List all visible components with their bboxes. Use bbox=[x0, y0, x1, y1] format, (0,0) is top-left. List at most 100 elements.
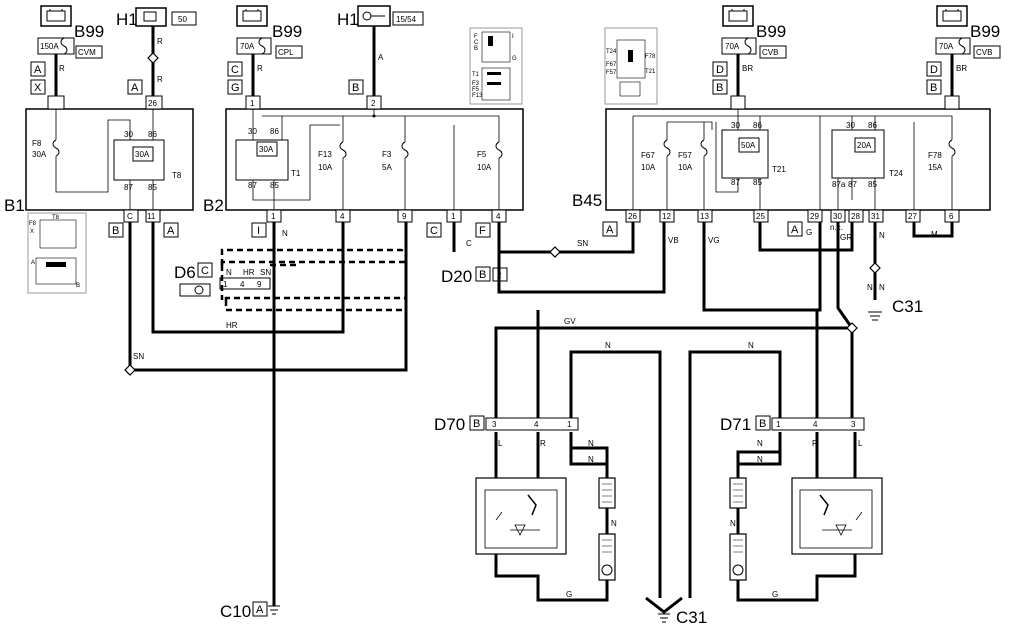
diagram-text: 85 bbox=[868, 180, 877, 189]
diagram-text: N bbox=[282, 229, 288, 238]
d20-label: D20 bbox=[441, 267, 472, 286]
diagram-text: 1 bbox=[567, 420, 572, 429]
diagram-text: A bbox=[31, 260, 35, 266]
diagram-text: BR bbox=[742, 64, 753, 73]
d71-heater-elements bbox=[729, 477, 747, 581]
diagram-text: R bbox=[812, 439, 818, 448]
d70-seat-switch bbox=[475, 477, 567, 555]
diagram-text: 1 bbox=[223, 280, 228, 289]
diagram-text: N bbox=[588, 439, 594, 448]
d70-connector: D70 B 3 4 1 bbox=[434, 415, 579, 434]
diagram-text: F bbox=[474, 34, 478, 40]
c10-label: C10 bbox=[220, 602, 251, 621]
diagram-text: F67 bbox=[641, 151, 655, 160]
diagram-text: A bbox=[791, 224, 799, 236]
diagram-text: 87 bbox=[848, 180, 857, 189]
c10-ground: C10 A bbox=[220, 601, 280, 621]
diagram-text: F bbox=[479, 225, 486, 237]
diagram-text: R bbox=[540, 439, 546, 448]
tag-label: CVB bbox=[976, 48, 992, 57]
diagram-text: 85 bbox=[753, 178, 762, 187]
c31-label: C31 bbox=[676, 608, 707, 627]
diagram-text: T8 bbox=[52, 215, 60, 221]
b2-label: B2 bbox=[203, 196, 224, 215]
diagram-text: T24 bbox=[889, 169, 903, 178]
diagram-text: 9 bbox=[402, 212, 407, 221]
diagram-text: n.c. bbox=[830, 223, 843, 232]
diagram-text: N bbox=[588, 455, 594, 464]
diagram-text: 10A bbox=[678, 163, 693, 172]
diagram-text: C bbox=[231, 64, 239, 76]
diagram-text: SN bbox=[260, 268, 271, 277]
b99-fuse-b2: B99 70A CPL bbox=[236, 5, 303, 59]
diagram-text: G bbox=[231, 82, 240, 94]
tag-label: CVB bbox=[762, 48, 778, 57]
d70-heater-elements bbox=[598, 477, 616, 581]
tag-label: 50 bbox=[178, 15, 187, 24]
diagram-text: 1 bbox=[250, 99, 255, 108]
b45-inset: T24 F78 F67 F57 T21 bbox=[604, 27, 658, 105]
d6-connector: D6 C 1 4 9 N HR SN bbox=[174, 262, 271, 297]
fuse-label: 70A bbox=[939, 42, 954, 51]
main-wires bbox=[128, 222, 954, 614]
diagram-text: GR bbox=[840, 233, 852, 242]
b1-module: 26 C 11 F8 30A 30A 30 86 87 85 T8 bbox=[25, 95, 194, 223]
diagram-text: 12 bbox=[662, 212, 671, 221]
tag-label: 15/54 bbox=[396, 15, 417, 24]
diagram-text: F5 bbox=[472, 87, 480, 93]
diagram-text: 1 bbox=[451, 212, 456, 221]
diagram-text: G bbox=[772, 590, 778, 599]
diagram-text: G bbox=[566, 590, 572, 599]
diagram-text: HR bbox=[226, 321, 238, 330]
diagram-text: X bbox=[30, 229, 34, 235]
diagram-text: 26 bbox=[148, 99, 157, 108]
diagram-text: N bbox=[611, 519, 617, 528]
fuse-label: 70A bbox=[725, 42, 740, 51]
d71-seat-switch bbox=[791, 477, 883, 555]
diagram-text: F57 bbox=[678, 151, 692, 160]
diagram-text: N bbox=[757, 455, 763, 464]
diagram-text: R bbox=[157, 37, 163, 46]
diagram-text: 26 bbox=[628, 212, 637, 221]
diagram-text: B bbox=[479, 269, 486, 281]
diagram-text: VG bbox=[708, 236, 720, 245]
diagram-text: M bbox=[931, 230, 938, 239]
h1-label: H1 bbox=[116, 10, 138, 29]
diagram-text: I bbox=[512, 34, 514, 40]
diagram-text: B bbox=[716, 82, 723, 94]
diagram-text: L bbox=[498, 439, 503, 448]
diagram-text: G bbox=[512, 56, 517, 62]
b99-label: B99 bbox=[74, 22, 104, 41]
b1-label: B1 bbox=[4, 196, 25, 215]
diagram-text: A bbox=[606, 224, 614, 236]
diagram-text: F78 bbox=[928, 151, 942, 160]
diagram-text: C bbox=[466, 239, 472, 248]
d70-label: D70 bbox=[434, 415, 465, 434]
diagram-text: B bbox=[76, 283, 80, 289]
diagram-text: SN bbox=[133, 352, 144, 361]
tag-label: CVM bbox=[78, 48, 96, 57]
diagram-text: A bbox=[256, 604, 264, 616]
diagram-text: 20A bbox=[857, 141, 872, 150]
diagram-text: C bbox=[430, 225, 438, 237]
diagram-text: 3 bbox=[492, 420, 497, 429]
d71-connector: D71 B 1 4 3 bbox=[720, 415, 865, 434]
diagram-text: 50A bbox=[741, 141, 756, 150]
diagram-text: N bbox=[730, 519, 736, 528]
diagram-text: 4 bbox=[240, 280, 245, 289]
diagram-text: C bbox=[201, 265, 209, 277]
diagram-text: 10A bbox=[318, 163, 333, 172]
diagram-text: 87a bbox=[832, 180, 846, 189]
diagram-text: HR bbox=[243, 268, 255, 277]
diagram-text: 4 bbox=[496, 212, 501, 221]
diagram-text: T1 bbox=[291, 169, 301, 178]
diagram-text: 30A bbox=[135, 150, 150, 159]
diagram-text: 2 bbox=[371, 99, 376, 108]
diagram-text: 25 bbox=[756, 212, 765, 221]
diagram-text: N bbox=[748, 341, 754, 350]
diagram-text: A bbox=[167, 225, 175, 237]
b99-label: B99 bbox=[756, 22, 786, 41]
c31-ground-lower: C31 bbox=[658, 608, 707, 627]
diagram-text: 9 bbox=[257, 280, 262, 289]
